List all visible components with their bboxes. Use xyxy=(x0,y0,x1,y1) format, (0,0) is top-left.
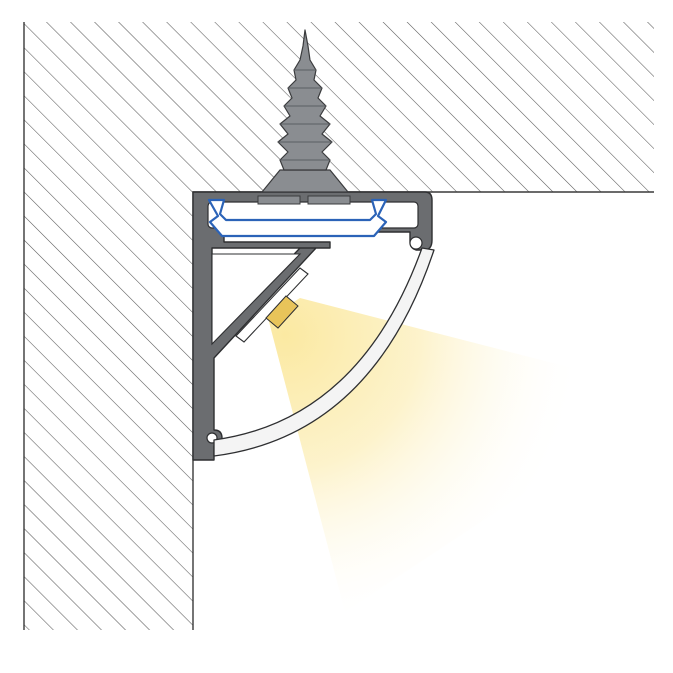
curved-diffuser xyxy=(213,247,435,457)
mounting-clip-icon xyxy=(207,195,388,238)
screw-icon xyxy=(260,29,350,193)
light-beam xyxy=(268,298,580,612)
led-strip-icon xyxy=(235,267,309,343)
